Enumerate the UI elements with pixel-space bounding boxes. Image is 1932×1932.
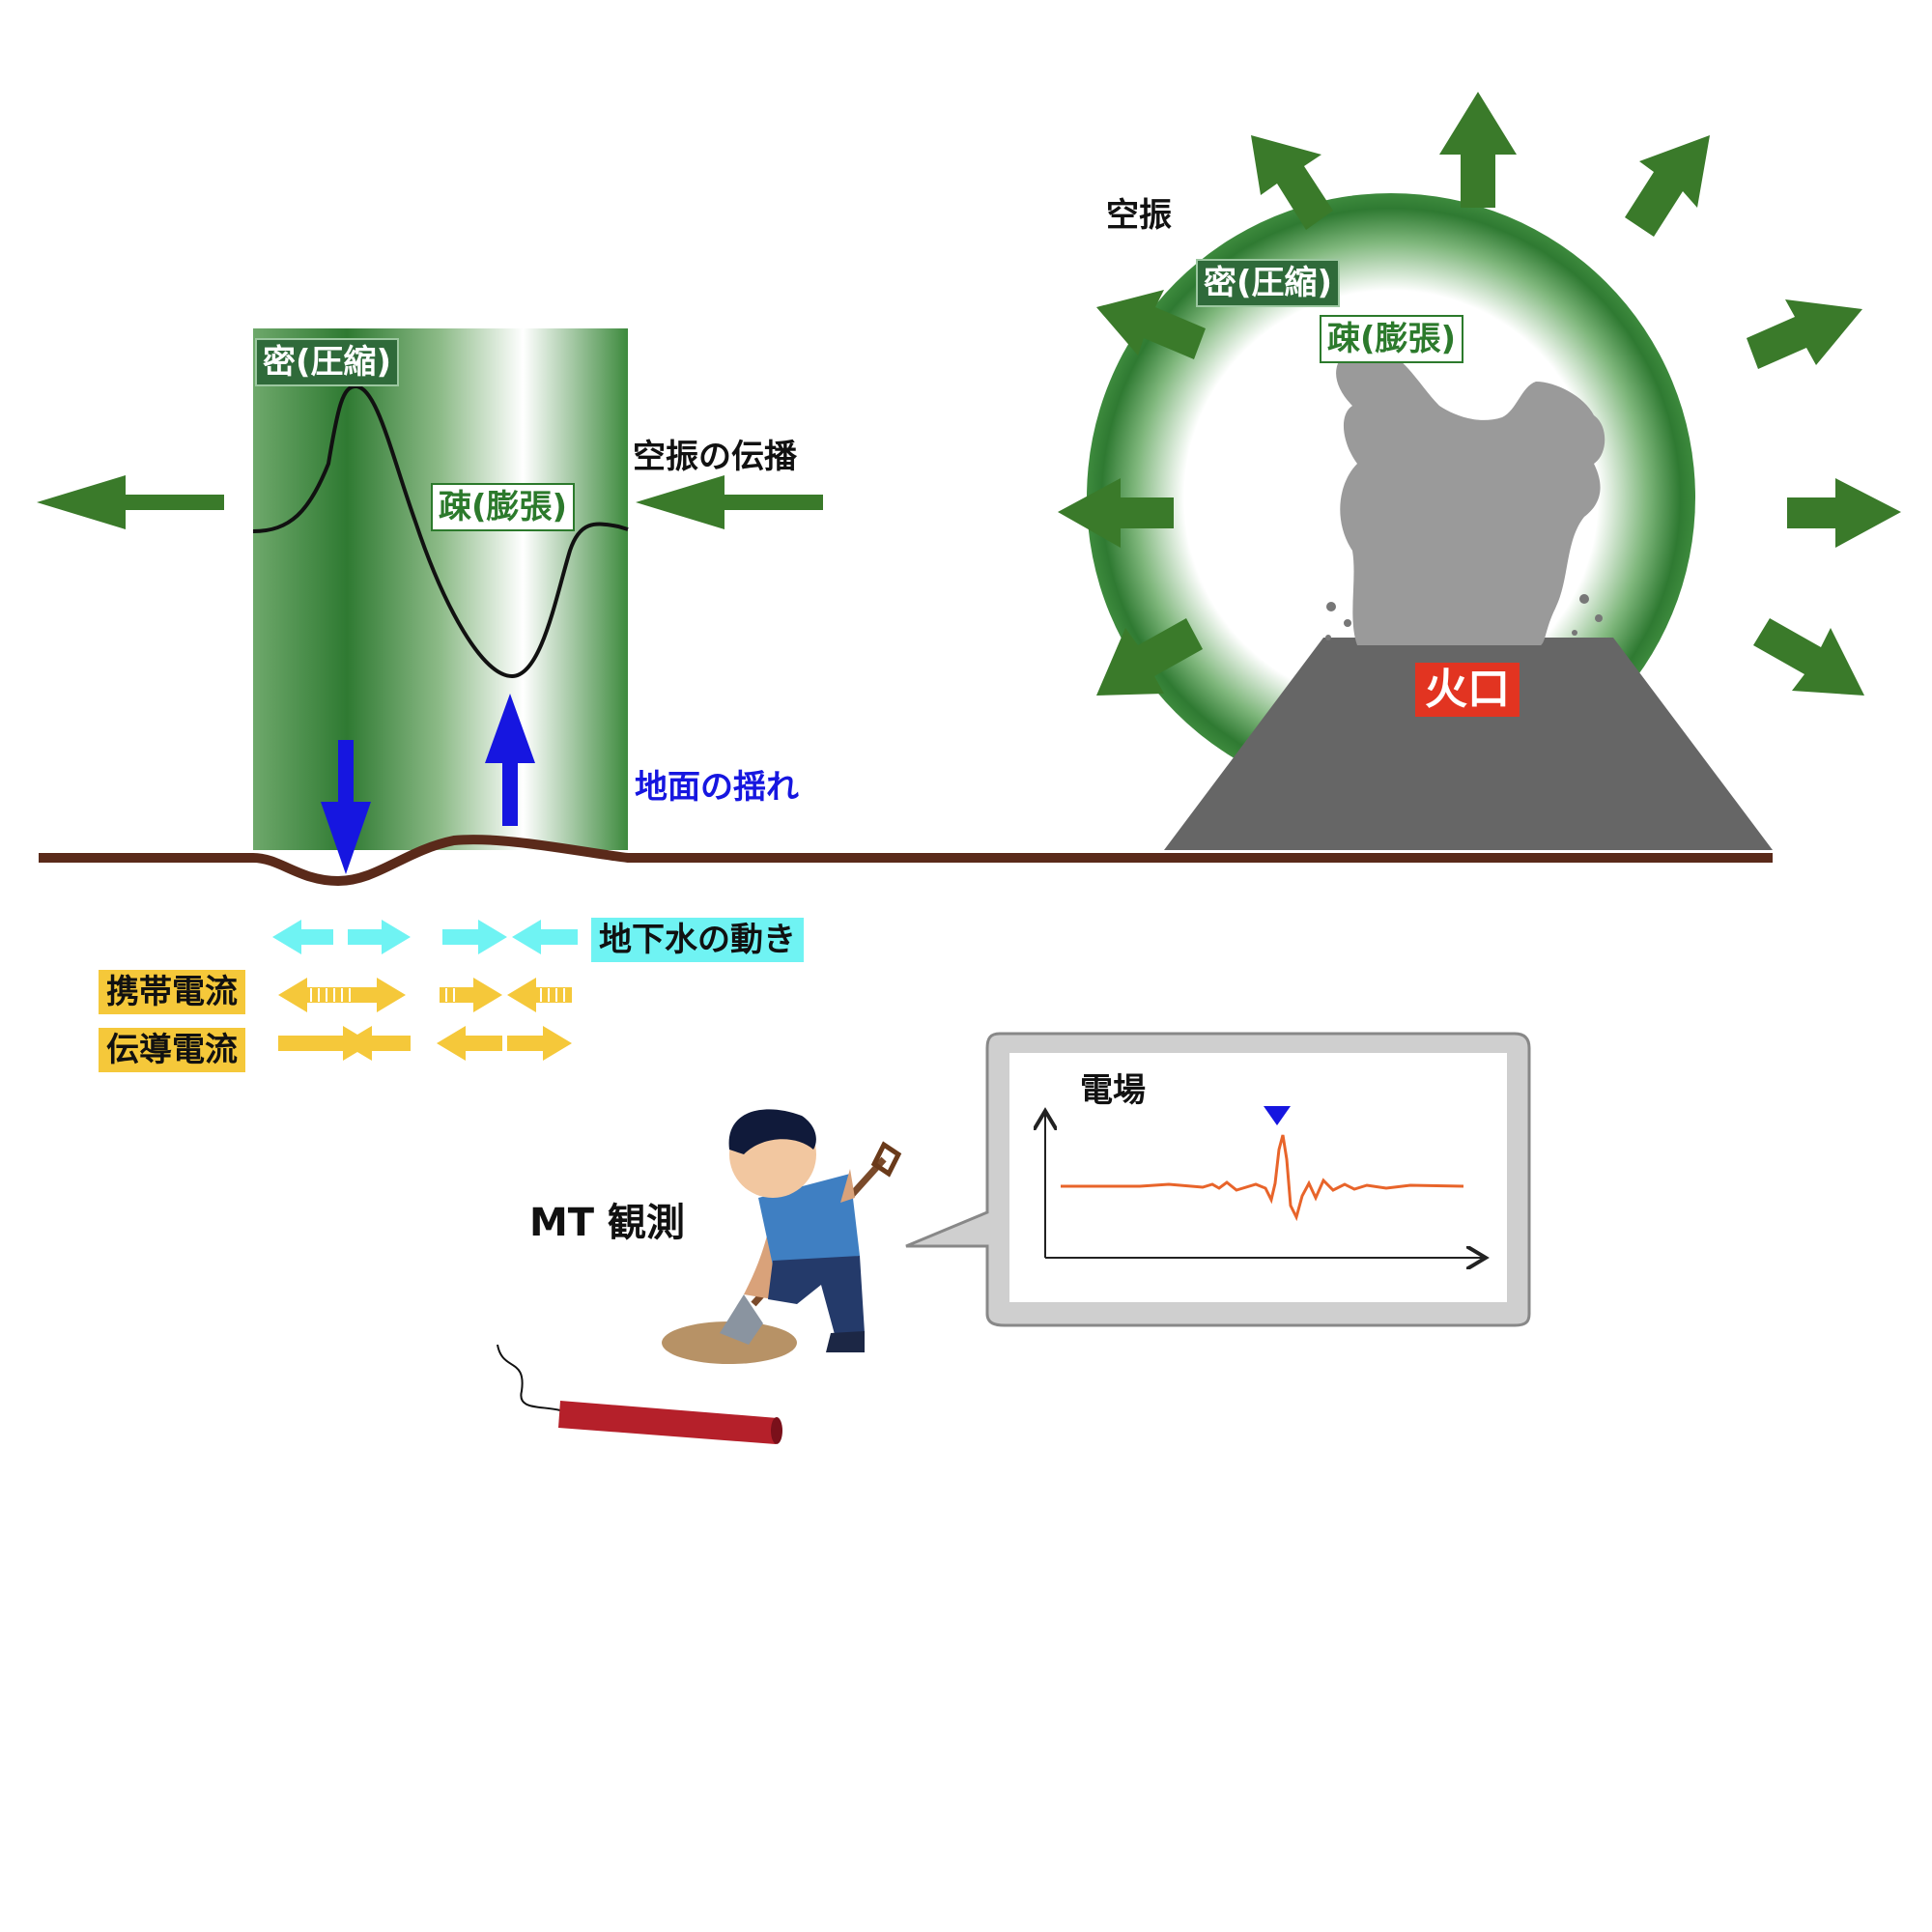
groundwater-arrow-icon <box>272 920 578 954</box>
left-dense-label: 密(圧縮) <box>255 338 400 386</box>
current-arrow-icon <box>278 1026 572 1061</box>
groundwater-label: 地下水の動き <box>591 918 804 962</box>
right-sparse-label: 疎(膨張) <box>1320 315 1464 363</box>
streaming-current-label: 携帯電流 <box>99 970 245 1014</box>
infrasound-label: 空振 <box>1106 196 1172 235</box>
current-arrow-icon <box>278 978 572 1012</box>
radiating-arrow-icon <box>1058 92 1901 696</box>
pressure-waveform <box>252 384 629 679</box>
mt-observation-label: MT 観測 <box>529 1201 686 1245</box>
electric-field-signal <box>1061 1134 1464 1222</box>
observer-digging-icon <box>662 1109 902 1364</box>
electric-field-plot <box>1009 1053 1507 1302</box>
ground-motion-arrow-icon <box>321 694 535 874</box>
left-sparse-label: 疎(膨張) <box>431 483 576 531</box>
electric-field-label: 電場 <box>1080 1071 1146 1110</box>
right-dense-label: 密(圧縮) <box>1196 259 1341 307</box>
ground-shaking-label: 地面の揺れ <box>635 768 799 807</box>
peak-marker-icon <box>1264 1106 1291 1125</box>
propagation-label: 空振の伝播 <box>633 438 797 476</box>
volcano-icon <box>1164 638 1773 850</box>
propagation-arrow-icon <box>37 475 823 529</box>
ash-plume-icon <box>1336 345 1605 645</box>
ground-surface <box>39 835 1773 887</box>
dynamite-icon <box>497 1344 782 1444</box>
crater-label: 火口 <box>1415 663 1520 717</box>
conduction-current-label: 伝導電流 <box>99 1028 245 1072</box>
